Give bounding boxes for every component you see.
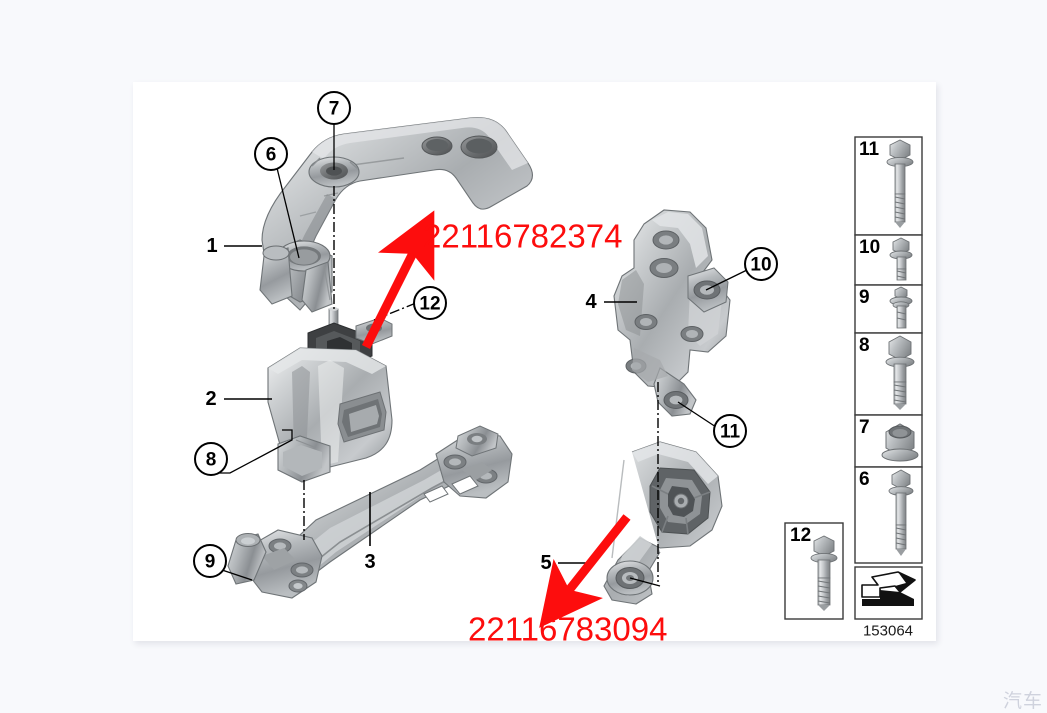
- figure-code: 153064: [863, 623, 913, 640]
- legend-box-10: 10: [854, 234, 923, 286]
- legend-box-9: 9: [854, 284, 923, 334]
- callout-bubble-11: 11: [713, 414, 747, 448]
- callout-bubble-7: 7: [317, 91, 351, 125]
- hex-flange-nut-icon: [881, 423, 919, 462]
- callout-label-2: 2: [205, 388, 216, 410]
- callout-bubble-10: 10: [744, 247, 778, 281]
- hex-flange-bolt-medium-icon: [810, 535, 838, 611]
- callout-label-12: 12: [419, 294, 440, 315]
- callout-label-6: 6: [266, 145, 277, 166]
- callout-label-4: 4: [585, 291, 597, 313]
- legend-box-view-arrow: [854, 566, 923, 620]
- hex-flange-bolt-medium-icon: [885, 335, 915, 410]
- legend-label-9: 9: [859, 287, 870, 308]
- callout-label-1: 1: [206, 235, 217, 257]
- callout-bubble-12: 12: [413, 286, 447, 320]
- legend-column: 11 10: [854, 136, 923, 640]
- red-annotations: 22116782374 22116783094: [361, 210, 667, 648]
- part-1-engine-support-bracket: [259, 116, 533, 313]
- callout-label-8: 8: [206, 450, 217, 471]
- callout-bubble-6: 6: [254, 137, 288, 171]
- part-3-transmission-crossmember: [227, 425, 513, 599]
- red-arrow-top: [361, 210, 435, 350]
- callout-bubble-9: 9: [193, 544, 227, 578]
- part-number-bottom: 22116783094: [468, 611, 667, 648]
- legend-label-8: 8: [859, 335, 870, 356]
- hex-flange-bolt-long-icon: [886, 139, 914, 228]
- legend-label-11: 11: [859, 139, 880, 160]
- callout-label-7: 7: [329, 99, 340, 120]
- bracket-eye-11: [653, 367, 697, 417]
- assembly-axis-lines: [303, 186, 659, 582]
- legend-box-8: 8: [854, 332, 923, 416]
- hex-flange-bolt-long-icon: [888, 469, 914, 556]
- legend-box-12: 12: [784, 522, 844, 620]
- watermark: 汽车: [1002, 690, 1043, 712]
- callout-leaders: [214, 122, 748, 587]
- legend-label-12: 12: [790, 525, 811, 546]
- callout-label-9: 9: [205, 552, 216, 573]
- legend-label-7: 7: [859, 417, 870, 438]
- callout-label-11: 11: [720, 422, 741, 443]
- legend-label-6: 6: [859, 469, 870, 490]
- callout-label-3: 3: [364, 551, 375, 573]
- view-direction-arrow-icon: [861, 571, 916, 606]
- hex-flange-bolt-short-icon: [889, 237, 913, 281]
- red-arrow-bottom: [539, 514, 631, 628]
- legend-box-11: 11: [854, 136, 923, 236]
- part-4-transmission-support-bracket: [613, 209, 731, 417]
- callout-label-5: 5: [540, 552, 551, 574]
- legend-label-10: 10: [859, 237, 880, 258]
- legend-box-6: 6: [854, 466, 923, 564]
- legend-box-7: 7: [854, 414, 923, 468]
- bracket-center-boss: [308, 156, 360, 188]
- hex-flange-bolt-stud-icon: [889, 286, 913, 329]
- part-number-top: 22116782374: [423, 218, 622, 255]
- callout-bubble-8: 8: [194, 442, 228, 476]
- callout-label-10: 10: [750, 255, 771, 276]
- part-2-engine-mount: [267, 307, 393, 483]
